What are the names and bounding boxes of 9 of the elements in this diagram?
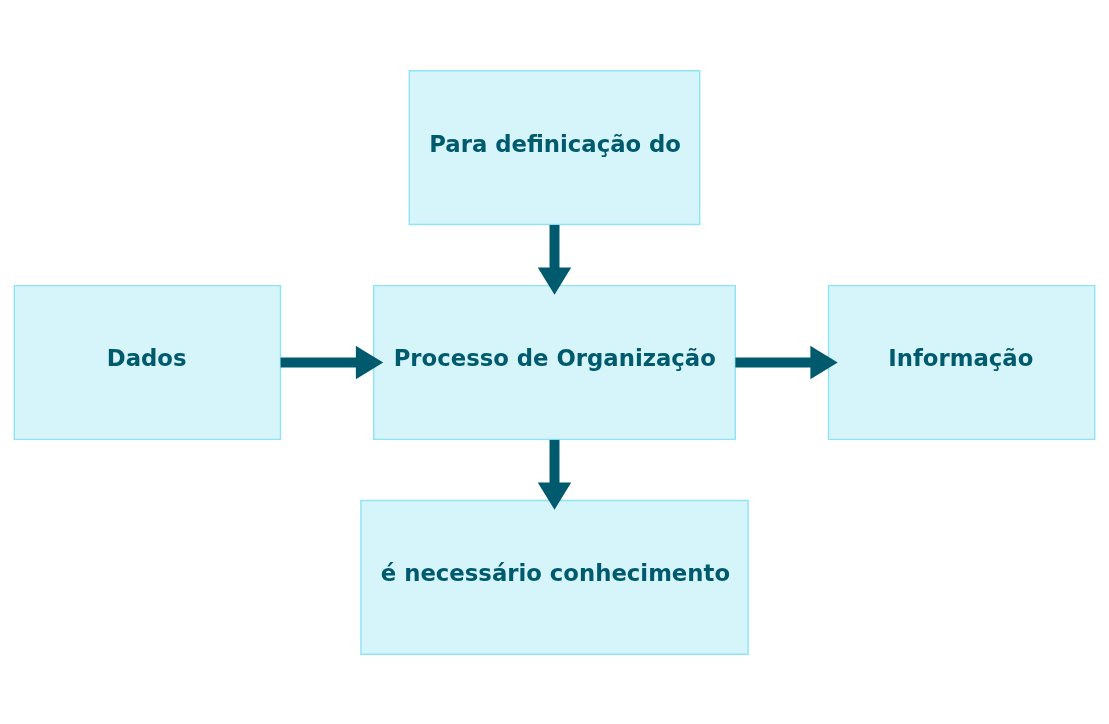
node-box: Dados bbox=[13, 284, 282, 440]
arrow bbox=[735, 345, 838, 379]
arrow bbox=[537, 439, 572, 510]
node-box: é necessário conhecimento bbox=[360, 499, 749, 655]
node-box: Processo de Organização bbox=[373, 284, 736, 440]
node-box: Para definicação do bbox=[408, 69, 701, 225]
node-box: Informação bbox=[827, 284, 1096, 440]
arrow bbox=[280, 345, 384, 379]
arrow bbox=[537, 224, 572, 295]
